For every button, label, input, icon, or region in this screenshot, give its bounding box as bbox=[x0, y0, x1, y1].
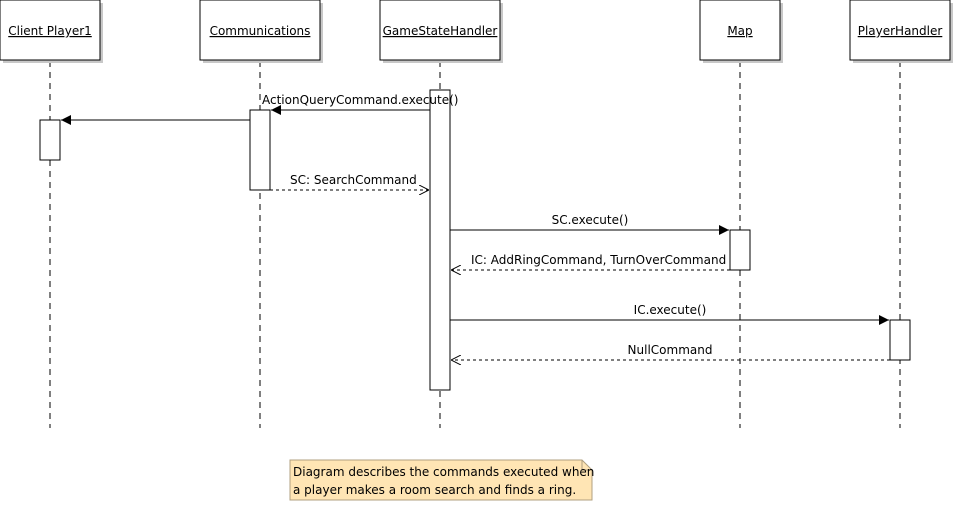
participant-label: Communications bbox=[210, 24, 311, 38]
message-ic-return[interactable]: IC: AddRingCommand, TurnOverCommand bbox=[451, 253, 730, 270]
participant-client[interactable]: Client Player1 bbox=[0, 0, 103, 63]
message-label: SC.execute() bbox=[552, 213, 629, 227]
message-label: NullCommand bbox=[628, 343, 713, 357]
participant-gamestatehandler[interactable]: GameStateHandler bbox=[379, 0, 503, 63]
participant-map[interactable]: Map bbox=[699, 0, 783, 63]
lifelines bbox=[49, 61, 901, 428]
participant-label: Map bbox=[727, 24, 752, 38]
activation-gsh bbox=[429, 89, 451, 391]
note-line-1: Diagram describes the commands executed … bbox=[293, 465, 594, 479]
activation-comm bbox=[249, 109, 271, 191]
participant-playerhandler[interactable]: PlayerHandler bbox=[849, 0, 953, 63]
activation-ph bbox=[889, 319, 911, 361]
note-fold bbox=[581, 460, 592, 471]
message-null-command[interactable]: NullCommand bbox=[451, 343, 890, 360]
message-label: IC: AddRingCommand, TurnOverCommand bbox=[471, 253, 726, 267]
message-ic-execute[interactable]: IC.execute() bbox=[450, 303, 889, 325]
diagram-note[interactable]: Diagram describes the commands executed … bbox=[289, 459, 594, 501]
note-line-2: a player makes a room search and finds a… bbox=[293, 483, 576, 497]
message-label: ActionQueryCommand.execute() bbox=[262, 93, 458, 107]
activations bbox=[39, 89, 911, 391]
participant-label: Client Player1 bbox=[8, 24, 92, 38]
participant-label: GameStateHandler bbox=[383, 24, 498, 38]
note-shape bbox=[289, 459, 593, 501]
message-label: IC.execute() bbox=[634, 303, 707, 317]
participant-label: PlayerHandler bbox=[858, 24, 943, 38]
message-action-query[interactable]: ActionQueryCommand.execute() bbox=[262, 93, 458, 115]
participant-communications[interactable]: Communications bbox=[199, 0, 323, 63]
message-sc-execute[interactable]: SC.execute() bbox=[450, 213, 729, 235]
activation-map bbox=[729, 229, 751, 271]
message-label: SC: SearchCommand bbox=[290, 173, 417, 187]
activation-client bbox=[39, 119, 61, 161]
message-search-command[interactable]: SC: SearchCommand bbox=[270, 173, 429, 190]
